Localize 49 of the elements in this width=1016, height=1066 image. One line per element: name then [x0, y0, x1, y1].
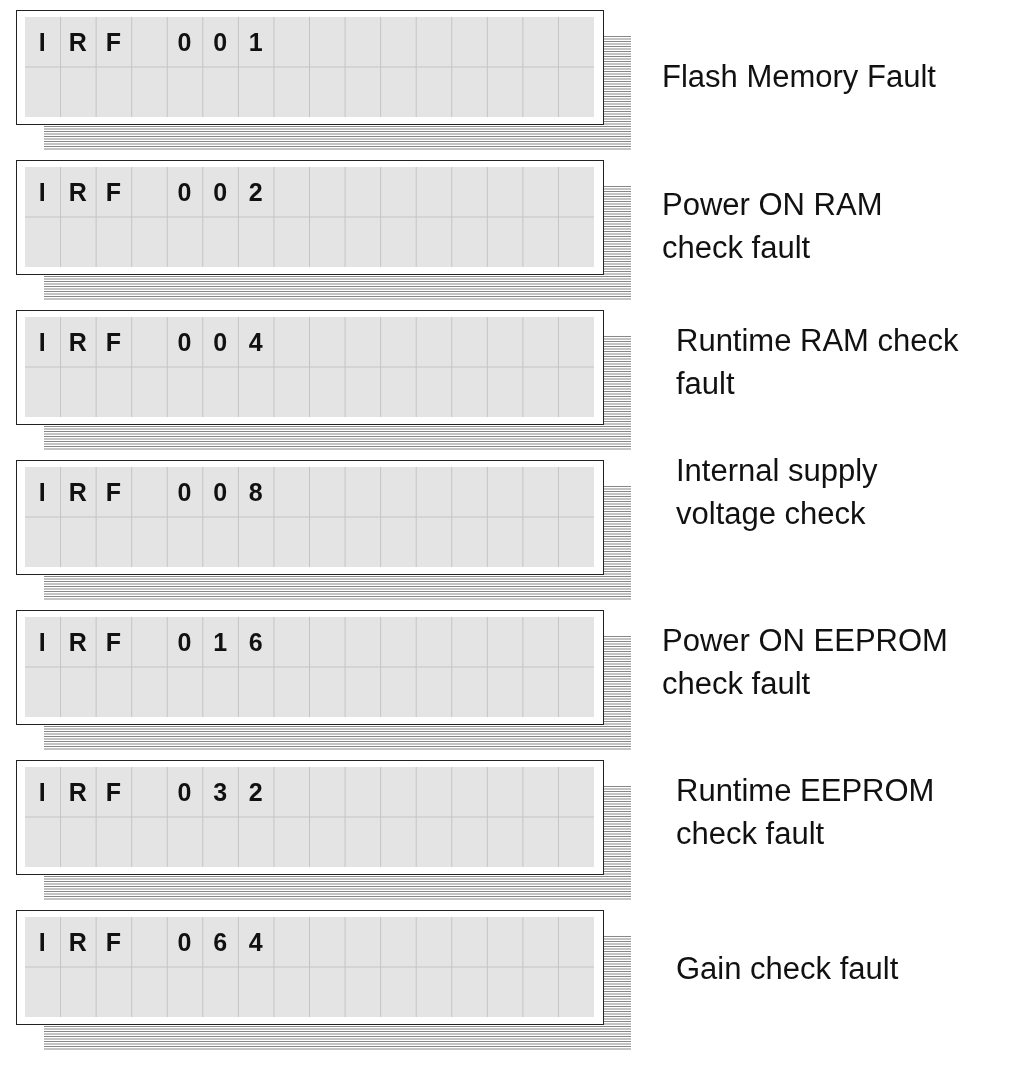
fault-description: Power ON EEPROM check fault: [662, 622, 949, 703]
display-character: 3: [212, 779, 229, 805]
display-character: 4: [247, 329, 264, 355]
display-character: 0: [212, 179, 229, 205]
display-character: R: [68, 479, 87, 505]
display-character: I: [37, 779, 47, 805]
display-character: 1: [247, 29, 264, 55]
display-character: 8: [247, 479, 264, 505]
display-character: 0: [176, 629, 193, 655]
fault-description: Runtime RAM check fault: [676, 322, 960, 403]
display-character: R: [68, 929, 87, 955]
display-character: R: [68, 29, 87, 55]
display-character: 0: [212, 479, 229, 505]
display-character: F: [104, 29, 123, 55]
display-character: 2: [247, 179, 264, 205]
display-character: 0: [176, 179, 193, 205]
display-character: 0: [176, 329, 193, 355]
display-character: R: [68, 329, 87, 355]
display-character: 4: [247, 929, 264, 955]
display-character: I: [37, 629, 47, 655]
display-character: F: [104, 779, 123, 805]
display-character: 0: [176, 479, 193, 505]
display-character: I: [37, 179, 47, 205]
fault-description: Flash Memory Fault: [662, 58, 937, 96]
display-character: I: [37, 329, 47, 355]
display-character: 0: [176, 929, 193, 955]
display-character: F: [104, 179, 123, 205]
display-character: I: [37, 479, 47, 505]
display-character: 6: [247, 629, 264, 655]
display-character: 0: [212, 329, 229, 355]
display-character: F: [104, 629, 123, 655]
display-character: 0: [176, 29, 193, 55]
display-character: F: [104, 479, 123, 505]
display-character: I: [37, 29, 47, 55]
display-character: F: [104, 929, 123, 955]
fault-description: Runtime EEPROM check fault: [676, 772, 936, 853]
fault-description: Gain check fault: [676, 950, 900, 988]
display-character: I: [37, 929, 47, 955]
display-character: 0: [176, 779, 193, 805]
display-character: R: [68, 179, 87, 205]
display-character: 1: [212, 629, 229, 655]
display-character: R: [68, 629, 87, 655]
display-character: 2: [247, 779, 264, 805]
display-character: 6: [212, 929, 229, 955]
display-character: F: [104, 329, 123, 355]
display-character: 0: [212, 29, 229, 55]
display-character: R: [68, 779, 87, 805]
fault-description: Power ON RAM check fault: [662, 186, 884, 267]
fault-description: Internal supply voltage check: [676, 452, 879, 533]
